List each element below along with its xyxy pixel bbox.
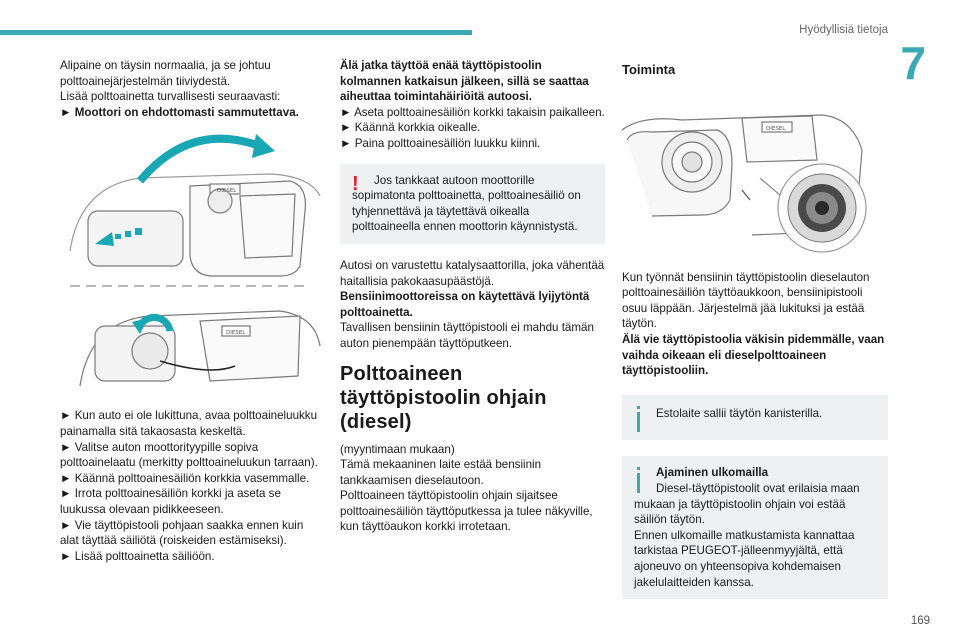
step-5: Vie täyttöpistooli pohjaan saakka ennen … — [60, 518, 325, 549]
overfill-warning: Älä jatka täyttöä enää täyttöpistoolin k… — [340, 59, 589, 104]
info-abroad-title: Ajaminen ulkomailla — [656, 466, 769, 480]
warning-icon: ! — [352, 172, 359, 195]
open-arrow-icon — [136, 135, 262, 184]
nozzle-guide-desc-1: Tämä mekaaninen laite estää bensiinin ta… — [340, 458, 542, 487]
catalyst-text: Autosi on varustettu katalysaattorilla, … — [340, 258, 605, 288]
section-heading-operation: Toiminta — [622, 62, 676, 77]
push-arrow-icon — [95, 228, 142, 247]
filler-neck-figure: DIESEL — [622, 113, 867, 253]
section-heading-nozzle-guide: Polttoaineen täyttöpistoolin ohjain (die… — [340, 362, 547, 433]
operation-text: Kun työnnät bensiinin täyttöpistoolin di… — [622, 270, 870, 331]
bullet-engine-off: Moottori on ehdottomasti sammutettava. — [60, 105, 325, 121]
wrong-fuel-warning-box: ! Jos tankkaat autoon moottorille sopima… — [340, 163, 605, 244]
step-3: Käännä polttoainesäiliön korkkia vasemma… — [60, 471, 325, 487]
page-number: 169 — [910, 615, 930, 627]
intro-text-2: Lisää polttoainetta turvallisesti seuraa… — [60, 90, 281, 104]
step-1: Kun auto ei ole lukittuna, avaa polttoai… — [60, 408, 325, 439]
column-3: Toiminta DIESEL Kun työnnät bensiinin tä… — [622, 58, 888, 600]
chapter-number: 7 — [900, 37, 926, 89]
info-abroad-line-1: Diesel-täyttöpistoolit ovat erilaisia ma… — [634, 481, 860, 527]
step-4: Irrota polttoainesäiliön korkki ja aseta… — [60, 486, 325, 517]
cap-turn-illustration — [79, 310, 321, 387]
step-8: Käännä korkkia oikealle. — [340, 120, 605, 136]
info-box-abroad: Ajaminen ulkomailla Diesel-täyttöpistool… — [622, 456, 888, 600]
info-icon — [634, 405, 640, 432]
nozzle-guide-desc-2: Polttoaineen täyttöpistoolin ohjain sija… — [340, 489, 593, 534]
step-7: Aseta polttoainesäiliön korkki takaisin … — [340, 105, 605, 121]
step-9: Paina polttoainesäiliön luukku kiinni. — [340, 136, 605, 152]
info-box-canister: Estolaite sallii täytön kanisterilla. — [622, 394, 888, 441]
step-6: Lisää polttoainetta säiliöön. — [60, 549, 325, 565]
unleaded-required: Bensiinimoottoreissa on käytettävä lyijy… — [340, 290, 590, 319]
nozzle-guide-closeup — [759, 162, 867, 253]
step-2: Valitse auton moottorityypille sopiva po… — [60, 440, 325, 471]
info-canister-text: Estolaite sallii täytön kanisterilla. — [656, 406, 823, 420]
diesel-label-neck: DIESEL — [766, 126, 786, 132]
info-icon — [634, 467, 640, 494]
wrong-fuel-warning-text: Jos tankkaat autoon moottorille sopimato… — [352, 173, 581, 234]
flap-open-illustration — [69, 173, 321, 277]
open-arrow-head-icon — [252, 134, 275, 159]
fuel-flap-figure: DIESEL DIESEL — [69, 134, 321, 387]
diesel-label-bottom: DIESEL — [226, 330, 246, 336]
intro-text: Alipaine on täysin normaalia, ja se joht… — [60, 59, 271, 88]
section-title: Hyödyllisiä tietoja — [799, 24, 888, 36]
availability-note: (myyntimaan mukaan) — [340, 442, 455, 456]
filler-neck-illustration — [622, 113, 863, 236]
diesel-label-top: DIESEL — [217, 188, 237, 194]
info-abroad-line-2: Ennen ulkomaille matkustamista kannattaa… — [634, 528, 855, 589]
column-1: Alipaine on täysin normaalia, ja se joht… — [60, 58, 325, 564]
header-accent-bar — [0, 30, 472, 35]
operation-warning: Älä vie täyttöpistoolia väkisin pidemmäl… — [622, 332, 885, 378]
rotate-arrow-head-icon — [132, 318, 148, 335]
column-2: Älä jatka täyttöä enää täyttöpistoolin k… — [340, 58, 605, 535]
nozzle-fit-text: Tavallisen bensiinin täyttöpistooli ei m… — [340, 321, 594, 350]
